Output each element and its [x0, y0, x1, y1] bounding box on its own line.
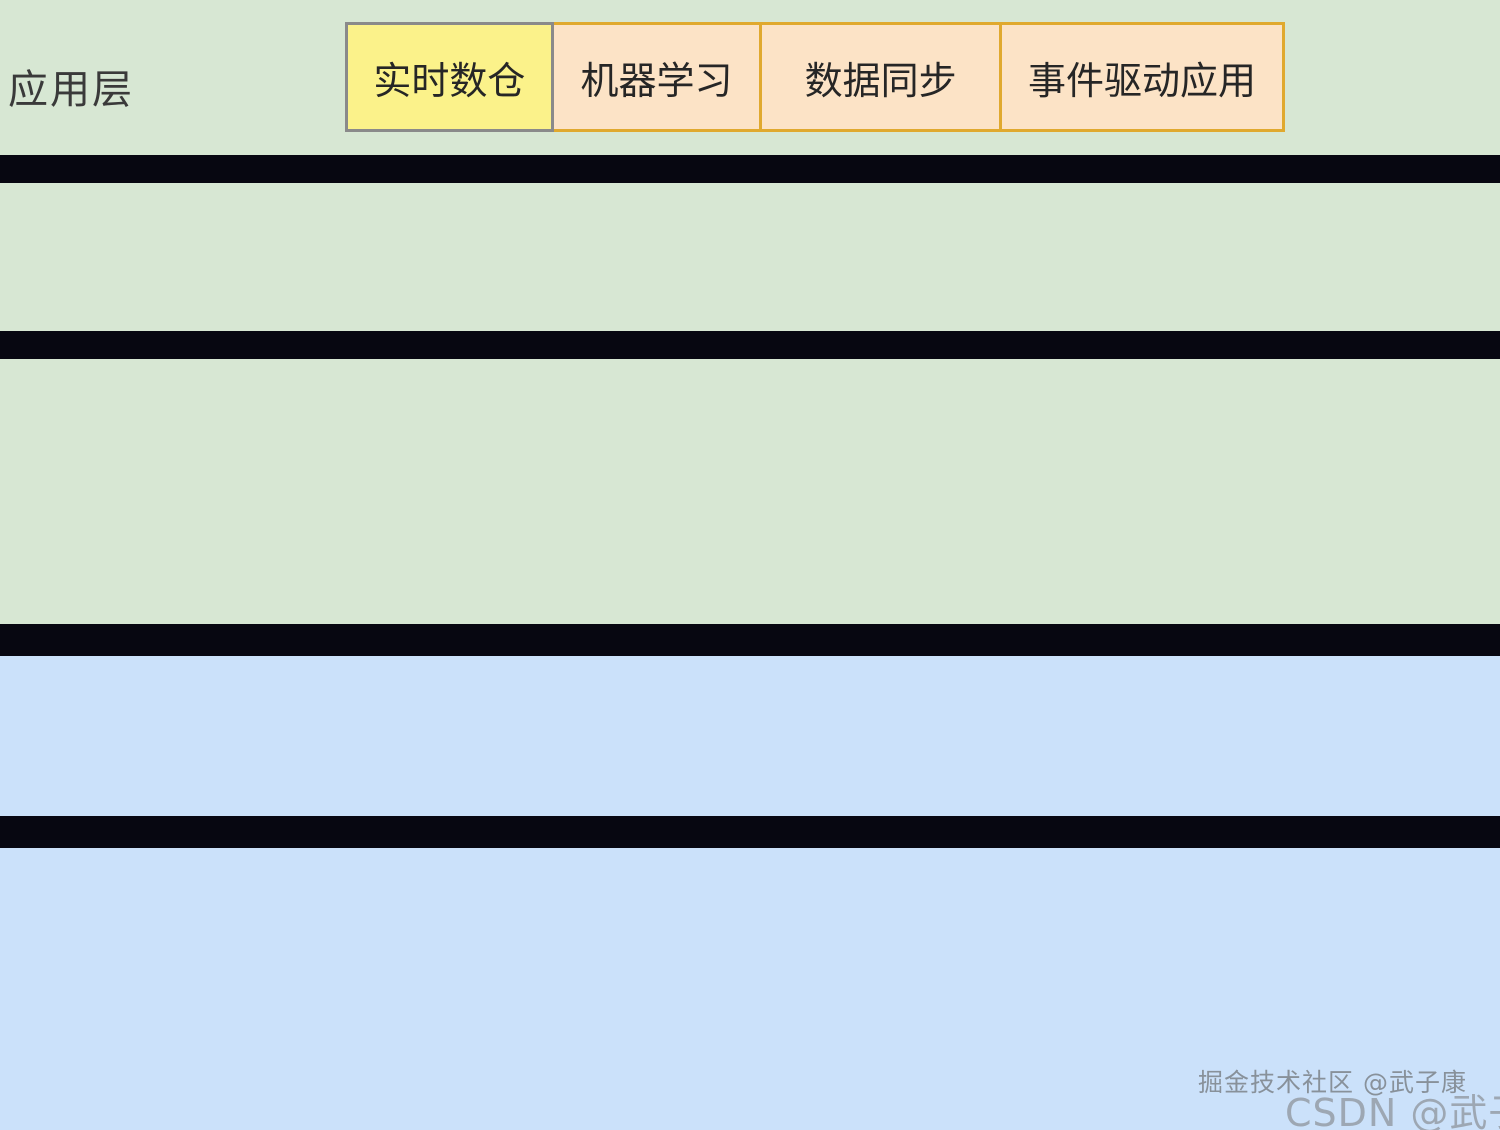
layer-band-platform: 平台层 数据管理 任务管理 资源管理 [0, 183, 1500, 491]
box-data-sync[interactable]: 数据同步 [762, 22, 1003, 132]
layer-separator-3 [0, 624, 1500, 656]
box-realtime-warehouse[interactable]: 实时数仓 [345, 22, 554, 132]
layer-band-collection: 收集层 Canal 日志收集 Binlog Service Log IoT [0, 848, 1500, 1130]
box-row: 实时数仓 机器学习 数据同步 事件驱动应用 [345, 22, 1285, 132]
layer-separator-1 [0, 155, 1500, 183]
layer-separator-2 [0, 331, 1500, 359]
box-machine-learning[interactable]: 机器学习 [553, 22, 763, 132]
layer-band-application: 应用层 实时数仓 机器学习 数据同步 事件驱动应用 [0, 0, 1500, 155]
layer-label-application: 应用层 [8, 67, 134, 113]
box-label: 事件驱动应用 [1027, 58, 1256, 103]
box-event-driven-app[interactable]: 事件驱动应用 [1002, 22, 1285, 132]
box-label: 实时数仓 [373, 58, 526, 103]
box-group-application: 实时数仓 机器学习 数据同步 事件驱动应用 [345, 22, 1285, 132]
layer-separator-4 [0, 816, 1500, 848]
box-label: 机器学习 [580, 58, 733, 103]
box-label: 数据同步 [804, 58, 957, 103]
layer-band-storage: 存储层 Kafka HDFS Hbase [0, 656, 1500, 816]
layer-band-engine: 引擎层 Storm Flink TPframe Common Utils 组件 [0, 359, 1500, 966]
